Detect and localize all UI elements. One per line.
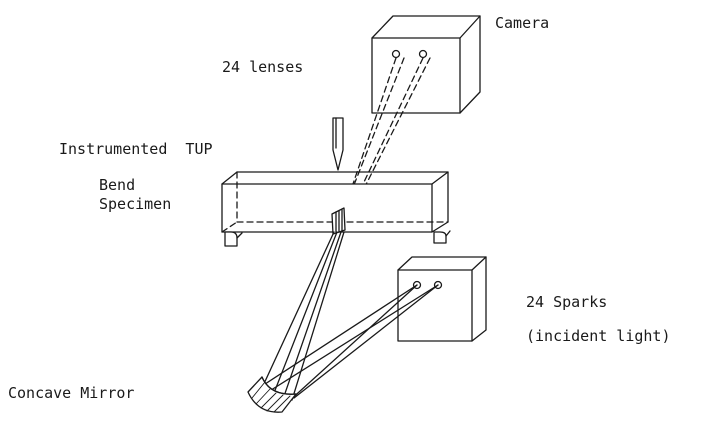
spark-box <box>398 257 486 341</box>
specimen-support-left <box>225 232 242 246</box>
spark-left <box>414 282 421 289</box>
instrumented-tup <box>333 118 343 170</box>
camera-box <box>372 16 480 113</box>
tup-label: Instrumented TUP <box>59 140 213 158</box>
sparks-label: 24 Sparks <box>526 293 608 311</box>
bend-specimen <box>222 172 448 234</box>
camera-label: Camera <box>495 14 550 32</box>
spark-right <box>435 282 442 289</box>
incident-light-label: (incident light) <box>526 327 671 345</box>
specimen-to-mirror-rays <box>262 232 344 402</box>
mirror-label: Concave Mirror <box>8 384 135 402</box>
concave-mirror <box>248 377 296 412</box>
specimen-target <box>332 208 345 234</box>
sparks-to-mirror-rays <box>262 285 438 402</box>
bend-label: Bend <box>99 176 136 194</box>
specimen-support-right <box>434 231 450 243</box>
lenses-label: 24 lenses <box>222 58 304 76</box>
specimen-label: Specimen <box>99 195 172 213</box>
